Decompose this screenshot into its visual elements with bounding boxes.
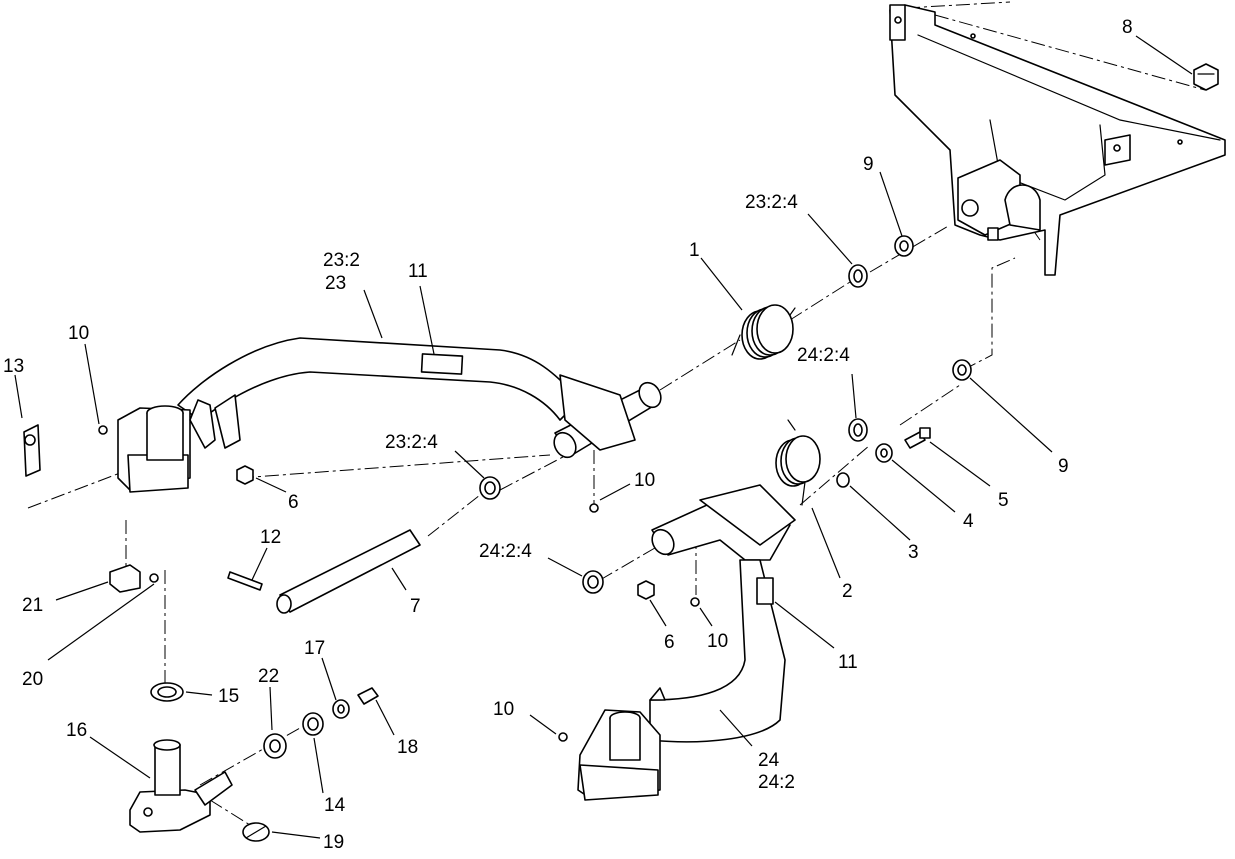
callout-22: 22 — [258, 666, 279, 687]
hitch-pin-13 — [23, 424, 41, 477]
callout-10-bottom: 10 — [493, 699, 514, 720]
callout-23: 23 — [325, 273, 346, 294]
washer-9-upper — [894, 235, 914, 257]
callout-23-2: 23:2 — [323, 250, 360, 271]
washer-9-lower — [952, 359, 972, 381]
callout-8: 8 — [1122, 17, 1133, 38]
bolt-5 — [904, 427, 931, 449]
leader-lines — [14, 35, 1193, 839]
callout-5: 5 — [998, 490, 1009, 511]
bushing-23-2-4-lower — [479, 476, 501, 500]
hex-nut-8 — [1193, 63, 1219, 91]
callout-19: 19 — [323, 832, 344, 853]
bolt-18 — [357, 687, 379, 705]
callout-12: 12 — [260, 527, 281, 548]
pivot-shaft-7 — [276, 529, 421, 614]
set-screw-20 — [149, 573, 159, 583]
callout-11-lower: 11 — [838, 652, 858, 673]
callout-16: 16 — [66, 720, 87, 741]
callout-10-lower: 10 — [707, 631, 728, 652]
callout-9-lower: 9 — [1058, 456, 1069, 477]
flange-nuts-6 — [236, 465, 655, 600]
callout-20: 20 — [22, 669, 43, 690]
spacer-3 — [836, 472, 850, 488]
callout-18: 18 — [397, 737, 418, 758]
torsion-spring-2 — [775, 419, 821, 506]
callout-2: 2 — [842, 581, 853, 602]
callout-10-center: 10 — [634, 470, 655, 491]
clip-19 — [242, 822, 270, 842]
callout-14: 14 — [324, 795, 346, 816]
callout-3: 3 — [908, 542, 919, 563]
callout-10-left: 10 — [68, 323, 89, 344]
mounting-frame — [889, 4, 1226, 276]
lock-block-21 — [109, 564, 141, 593]
callout-21: 21 — [22, 595, 43, 616]
roll-pin-12 — [227, 571, 263, 591]
seal-15 — [150, 682, 184, 702]
callout-17: 17 — [304, 638, 325, 659]
bushing-23-2-4-upper — [848, 264, 868, 288]
bushing-24-2-4-upper — [848, 418, 868, 442]
callout-4: 4 — [963, 511, 974, 532]
callout-labels: 1 2 3 4 5 6 6 7 8 9 9 10 10 10 10 11 11 … — [3, 17, 1133, 853]
callout-23-2-4-lower: 23:2:4 — [385, 432, 438, 453]
callout-23-2-4-upper: 23:2:4 — [745, 192, 798, 213]
callout-15: 15 — [218, 686, 239, 707]
callout-6-upper: 6 — [288, 492, 299, 513]
callout-6-lower: 6 — [664, 632, 675, 653]
callout-24-2-4-upper: 24:2:4 — [797, 345, 850, 366]
grease-fittings — [98, 425, 700, 742]
caster-fork-16 — [129, 739, 233, 833]
torsion-spring-1 — [731, 304, 796, 360]
callout-7: 7 — [410, 596, 421, 617]
callout-24-2: 24:2 — [758, 772, 795, 793]
callout-24-2-4-lower: 24:2:4 — [479, 541, 532, 562]
callout-13: 13 — [3, 356, 24, 377]
lift-arm-24 — [577, 484, 796, 801]
callout-24: 24 — [758, 750, 780, 771]
washer-14 — [302, 712, 324, 736]
bushing-24-2-4-lower — [582, 570, 604, 594]
washer-4 — [875, 443, 893, 463]
callout-9-upper: 9 — [863, 154, 874, 175]
lift-arm-23 — [117, 337, 662, 493]
washer-22 — [263, 733, 287, 759]
washer-17 — [332, 699, 350, 719]
callout-11-upper: 11 — [408, 261, 428, 282]
callout-1: 1 — [689, 240, 700, 261]
